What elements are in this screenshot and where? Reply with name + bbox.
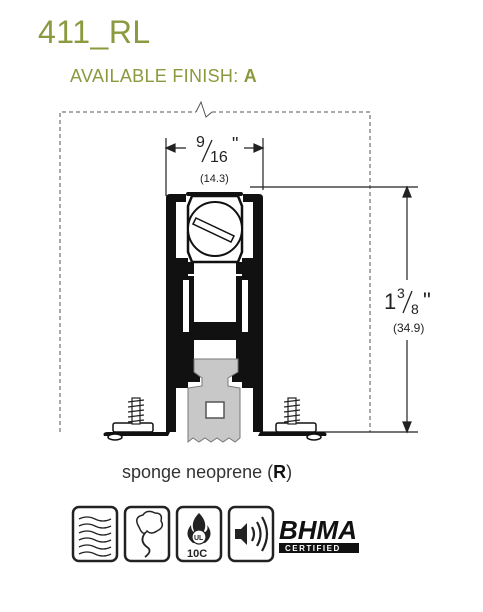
caption-close: ) bbox=[286, 462, 293, 482]
seal-caption: sponge neoprene (R) bbox=[122, 462, 292, 483]
width-den: 16 bbox=[210, 149, 228, 166]
adjusting-screw bbox=[186, 194, 244, 264]
bhma-text: BHMA bbox=[279, 515, 357, 545]
fire-rating-label: 10C bbox=[187, 548, 207, 560]
door-outline bbox=[59, 100, 371, 432]
bhma-certified-logo: BHMA CERTIFIED bbox=[279, 515, 359, 553]
width-mm: (14.3) bbox=[200, 173, 229, 185]
finish-value: A bbox=[243, 66, 258, 86]
sound-icon bbox=[227, 505, 275, 563]
screw-left bbox=[127, 397, 145, 425]
fire-top-label: UL bbox=[194, 535, 204, 542]
height-den: 8 bbox=[411, 301, 419, 317]
inner-carrier bbox=[176, 258, 253, 388]
smoke-icon bbox=[123, 505, 171, 563]
base-flanges bbox=[103, 422, 327, 441]
width-num: 9 bbox=[196, 134, 205, 151]
finish-label: AVAILABLE FINISH: bbox=[70, 66, 244, 86]
air-flow-icon bbox=[71, 505, 119, 563]
product-title: 411_RL bbox=[38, 14, 151, 50]
neoprene-seal bbox=[187, 358, 241, 444]
screw-right bbox=[283, 397, 301, 425]
fire-rated-icon: UL 10C bbox=[175, 505, 223, 563]
height-fraction-slash bbox=[402, 290, 413, 314]
bhma-sub: CERTIFIED bbox=[285, 544, 341, 553]
height-unit: " bbox=[423, 288, 431, 313]
width-unit: " bbox=[232, 134, 238, 154]
caption-text: sponge neoprene ( bbox=[122, 462, 274, 482]
finish-line: AVAILABLE FINISH: A bbox=[70, 66, 257, 87]
height-whole: 1 bbox=[384, 289, 396, 314]
height-mm: (34.9) bbox=[393, 321, 424, 335]
height-num: 3 bbox=[397, 285, 405, 301]
caption-code: R bbox=[273, 462, 287, 482]
width-fraction-slash bbox=[201, 139, 213, 163]
width-dimension bbox=[164, 138, 265, 196]
